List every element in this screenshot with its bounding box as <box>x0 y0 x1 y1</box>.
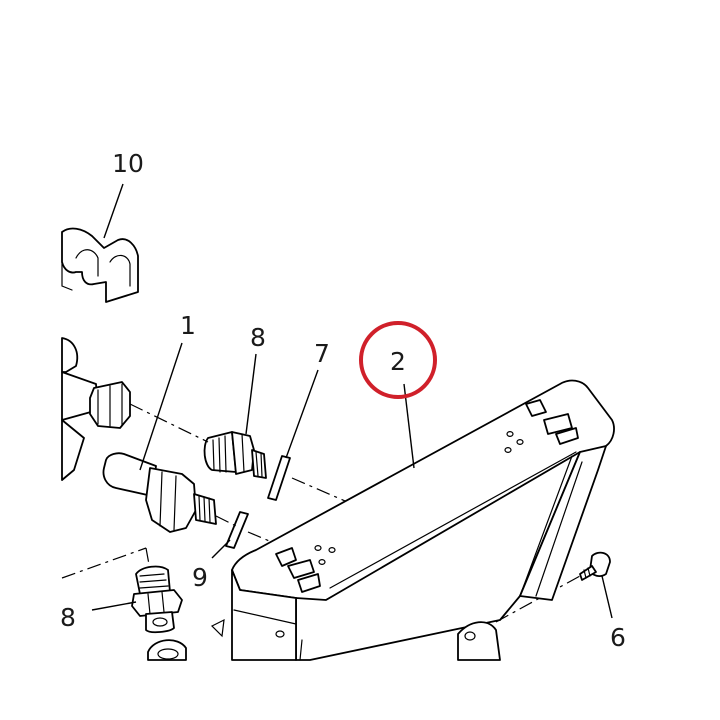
screw-part-6 <box>579 551 611 581</box>
hose-assembly <box>61 337 131 481</box>
leader-6 <box>601 575 613 619</box>
fitting-part-8-lower <box>131 565 187 661</box>
sensor-part-1 <box>102 452 217 533</box>
fitting-part-8-upper <box>203 431 267 479</box>
leader-1 <box>139 342 183 471</box>
callout-8-upper: 8 <box>250 323 266 352</box>
axis-line-f <box>145 547 151 571</box>
clip-part-10 <box>61 227 139 303</box>
leader-9 <box>211 539 231 559</box>
oring-part-9 <box>225 511 249 549</box>
leader-8-lower <box>91 601 137 611</box>
housing-part-2 <box>210 379 615 661</box>
callout-2: 2 <box>390 347 406 376</box>
axis-line-a <box>129 403 209 443</box>
callout-6: 6 <box>610 623 626 652</box>
leader-8-upper <box>245 353 257 435</box>
callout-1: 1 <box>180 311 196 340</box>
axis-line-e <box>61 547 147 579</box>
axis-line-b <box>291 477 353 505</box>
callout-10: 10 <box>112 149 144 178</box>
leader-10 <box>103 183 124 239</box>
callout-7: 7 <box>314 339 330 368</box>
leader-7 <box>285 369 319 459</box>
axis-line-c <box>215 515 241 529</box>
oring-part-7 <box>267 455 291 501</box>
callout-8-lower: 8 <box>60 603 76 632</box>
callout-9: 9 <box>192 563 208 592</box>
highlight-circle <box>359 321 437 399</box>
